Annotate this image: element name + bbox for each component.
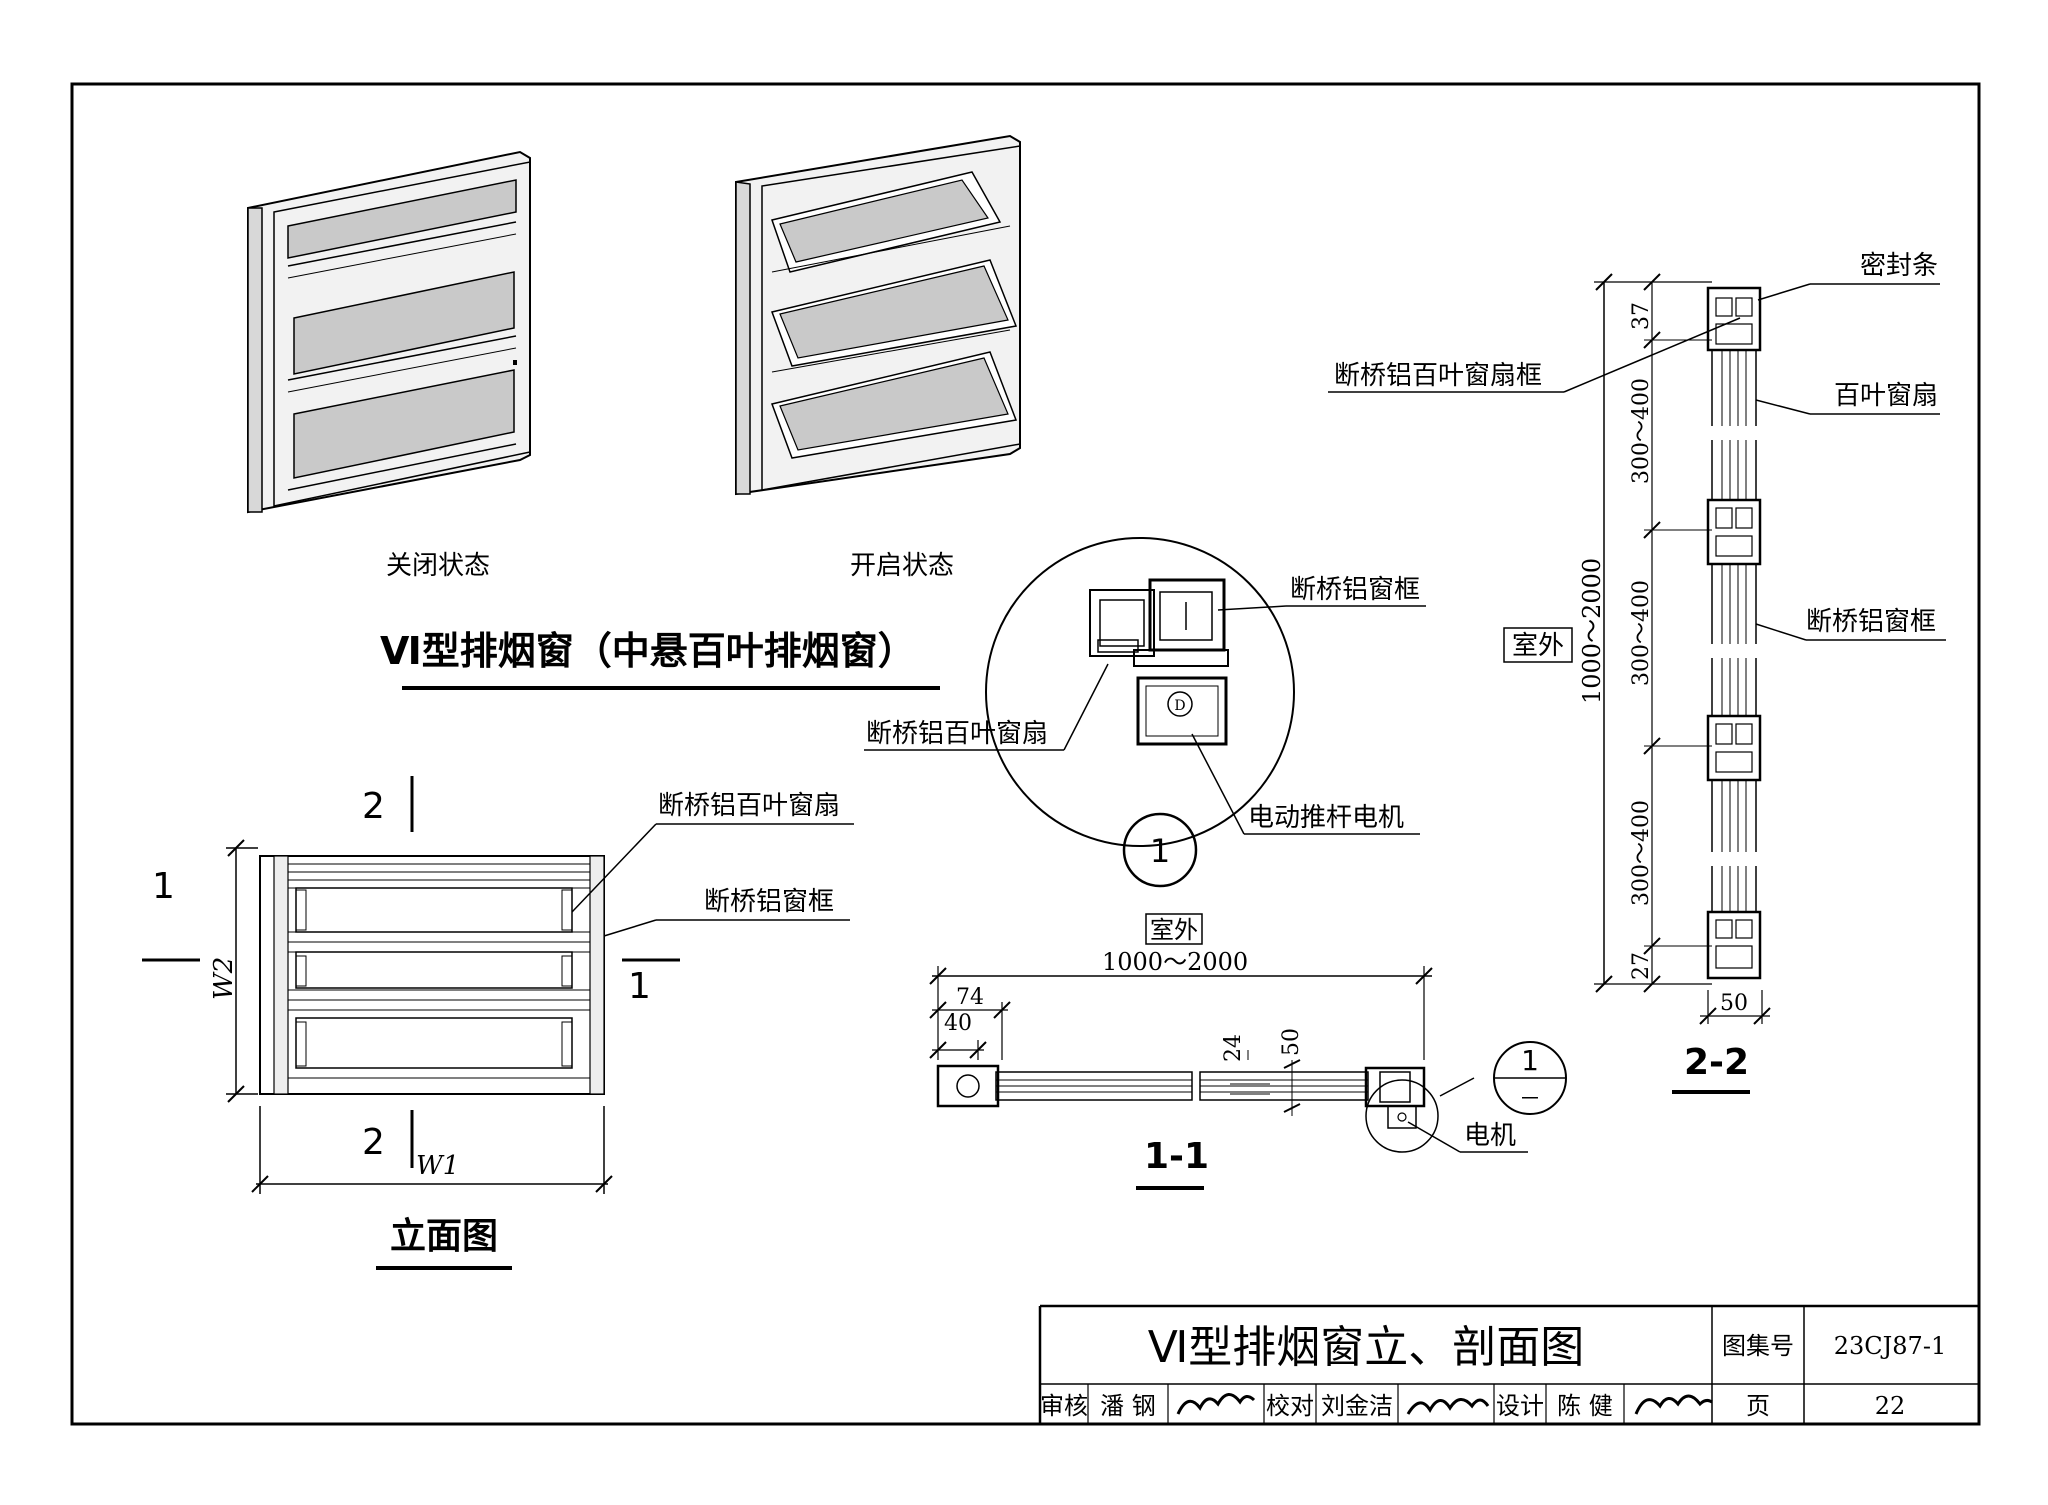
- s11-dim-74: 74: [956, 985, 984, 1010]
- s22-sash-frame-label: 断桥铝百叶窗扇框: [1334, 361, 1542, 391]
- tb-drawing-title: Ⅵ型排烟窗立、剖面图: [1148, 1322, 1585, 1373]
- main-title: Ⅵ型排烟窗（中悬百叶排烟窗）: [380, 629, 916, 673]
- s22-dim-range-1: 300～400: [1629, 378, 1654, 484]
- open-window-isometric: [735, 134, 1021, 496]
- s22-frame-label: 断桥铝窗框: [1806, 607, 1936, 637]
- tb-checker: 刘金洁: [1321, 1392, 1393, 1420]
- elevation-view: [259, 855, 605, 1095]
- elev-w2-label: W2: [209, 957, 239, 1000]
- tb-review-label: 审核: [1040, 1392, 1088, 1420]
- detail-number-circle: [1122, 812, 1198, 888]
- open-caption: 开启状态: [850, 551, 954, 581]
- elev-section-2-bottom: 2: [362, 1122, 385, 1163]
- s11-dim-50: 50: [1279, 1028, 1304, 1056]
- s22-outside-label: 室外: [1512, 631, 1564, 661]
- s22-sash-label: 百叶窗扇: [1834, 381, 1938, 411]
- tb-atlas-number: 23CJ87-1: [1834, 1332, 1946, 1360]
- elevation-title: 立面图: [390, 1216, 498, 1257]
- s11-section-body: [936, 1064, 1426, 1129]
- tb-designer: 陈 健: [1557, 1392, 1613, 1420]
- s11-outside-box: [1145, 913, 1203, 945]
- sheet-border: [70, 82, 1981, 1426]
- detail-frame-label: 断桥铝窗框: [1290, 575, 1420, 605]
- s22-dim-37: 37: [1629, 302, 1654, 330]
- detail-motor-label: 电动推杆电机: [1248, 803, 1404, 833]
- tb-check-label: 校对: [1266, 1392, 1314, 1420]
- elev-section-2-top: 2: [362, 786, 385, 827]
- s11-dim-24: 24: [1221, 1034, 1246, 1062]
- elev-w1-label: W1: [416, 1151, 459, 1181]
- tb-design-label: 设计: [1496, 1392, 1544, 1420]
- tb-page-label: 页: [1746, 1392, 1770, 1420]
- elev-sash-label: 断桥铝百叶窗扇: [658, 791, 840, 821]
- s11-overall-dim: 1000～2000: [1102, 948, 1248, 976]
- closed-window-isometric: [247, 150, 531, 514]
- s11-motor-label: 电机: [1464, 1121, 1516, 1151]
- title-block: [1038, 1304, 1979, 1424]
- tb-reviewer: 潘 钢: [1100, 1392, 1156, 1420]
- s11-outside-label: 室外: [1150, 916, 1198, 944]
- s11-ref-top: 1: [1521, 1044, 1539, 1077]
- s22-seal-label: 密封条: [1860, 251, 1938, 281]
- s22-dim-27: 27: [1629, 952, 1654, 980]
- s11-title: 1-1: [1144, 1136, 1209, 1177]
- s22-dim-range-3: 300～400: [1629, 800, 1654, 906]
- elev-section-1-right: 1: [628, 966, 651, 1007]
- s22-dim-range-2: 300～400: [1629, 580, 1654, 686]
- s22-section-body: [1706, 286, 1762, 980]
- detail-number: 1: [1150, 832, 1170, 870]
- closed-caption: 关闭状态: [386, 551, 490, 581]
- tb-atlas-label: 图集号: [1722, 1332, 1794, 1360]
- motor-symbol: D: [1174, 698, 1185, 714]
- s22-overall-dim: 1000～2000: [1578, 558, 1606, 704]
- elev-section-1-left: 1: [152, 866, 175, 907]
- s22-title: 2-2: [1684, 1042, 1749, 1083]
- s11-dim-40: 40: [944, 1011, 972, 1036]
- elev-frame-label: 断桥铝窗框: [704, 887, 834, 917]
- s22-dim-50: 50: [1720, 991, 1748, 1016]
- tb-page-number: 22: [1875, 1392, 1906, 1420]
- s11-ref-bottom: －: [1519, 1087, 1541, 1112]
- s22-outside-box: [1503, 627, 1573, 663]
- detail-sash-label: 断桥铝百叶窗扇: [866, 719, 1048, 749]
- detail-1-callout: D: [985, 537, 1295, 847]
